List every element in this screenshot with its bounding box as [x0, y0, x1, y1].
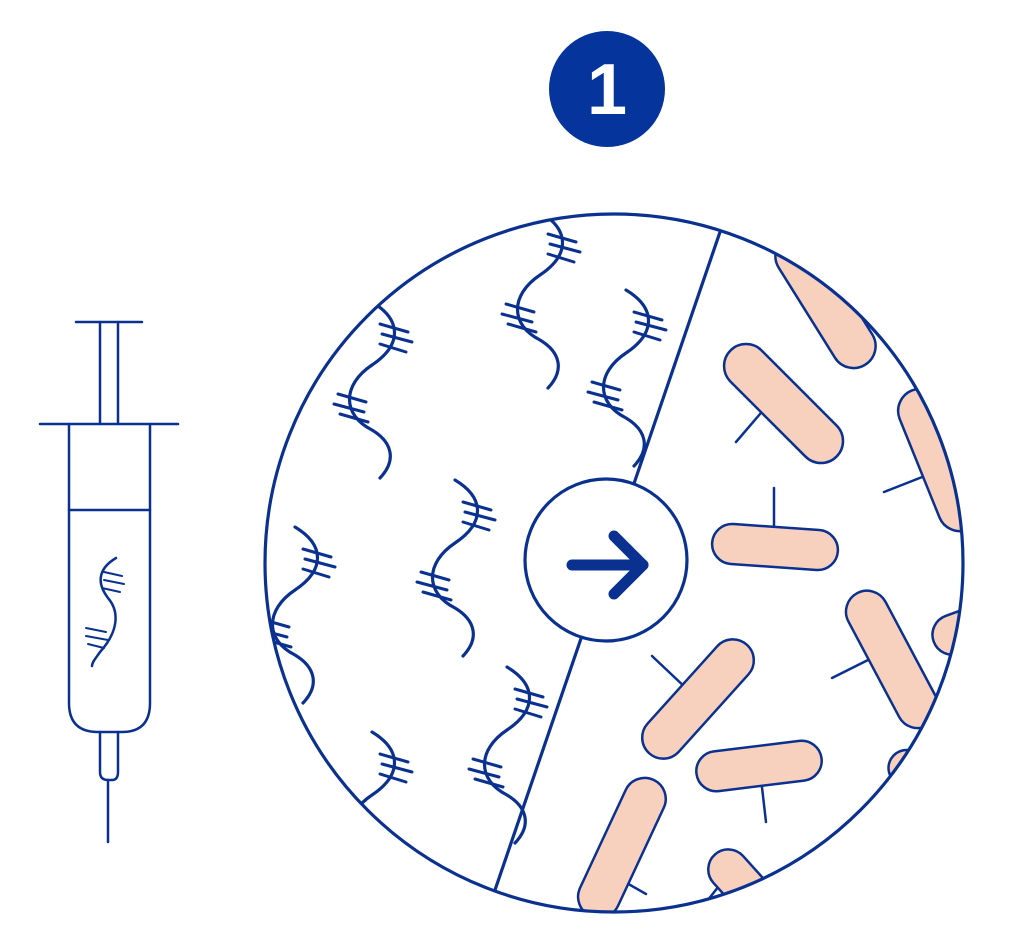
syringe-icon [38, 320, 180, 844]
arrow-right-icon [566, 530, 649, 600]
dna-icon [332, 300, 414, 480]
step-number: 1 [587, 50, 627, 130]
dna-icon [500, 214, 582, 390]
rod-cell-icon [887, 748, 956, 805]
dna-icon [586, 288, 668, 468]
dna-icon [415, 478, 497, 658]
arrow-badge [523, 477, 689, 643]
rod-cell-icon [695, 739, 823, 793]
rod-cell-icon [896, 387, 963, 533]
rod-cell-icon [710, 522, 840, 572]
magnifier-outline [263, 212, 965, 914]
rod-cell-icon [640, 638, 756, 760]
rod-cell-icon [576, 776, 667, 912]
rod-cell-icon [931, 596, 963, 656]
step-badge: 1 [549, 31, 665, 147]
magnified-view [263, 212, 965, 914]
rod-cell-icon [774, 232, 877, 370]
dna-icon [467, 665, 549, 845]
dna-icon [332, 730, 414, 910]
rod-cell-icon [722, 342, 845, 465]
